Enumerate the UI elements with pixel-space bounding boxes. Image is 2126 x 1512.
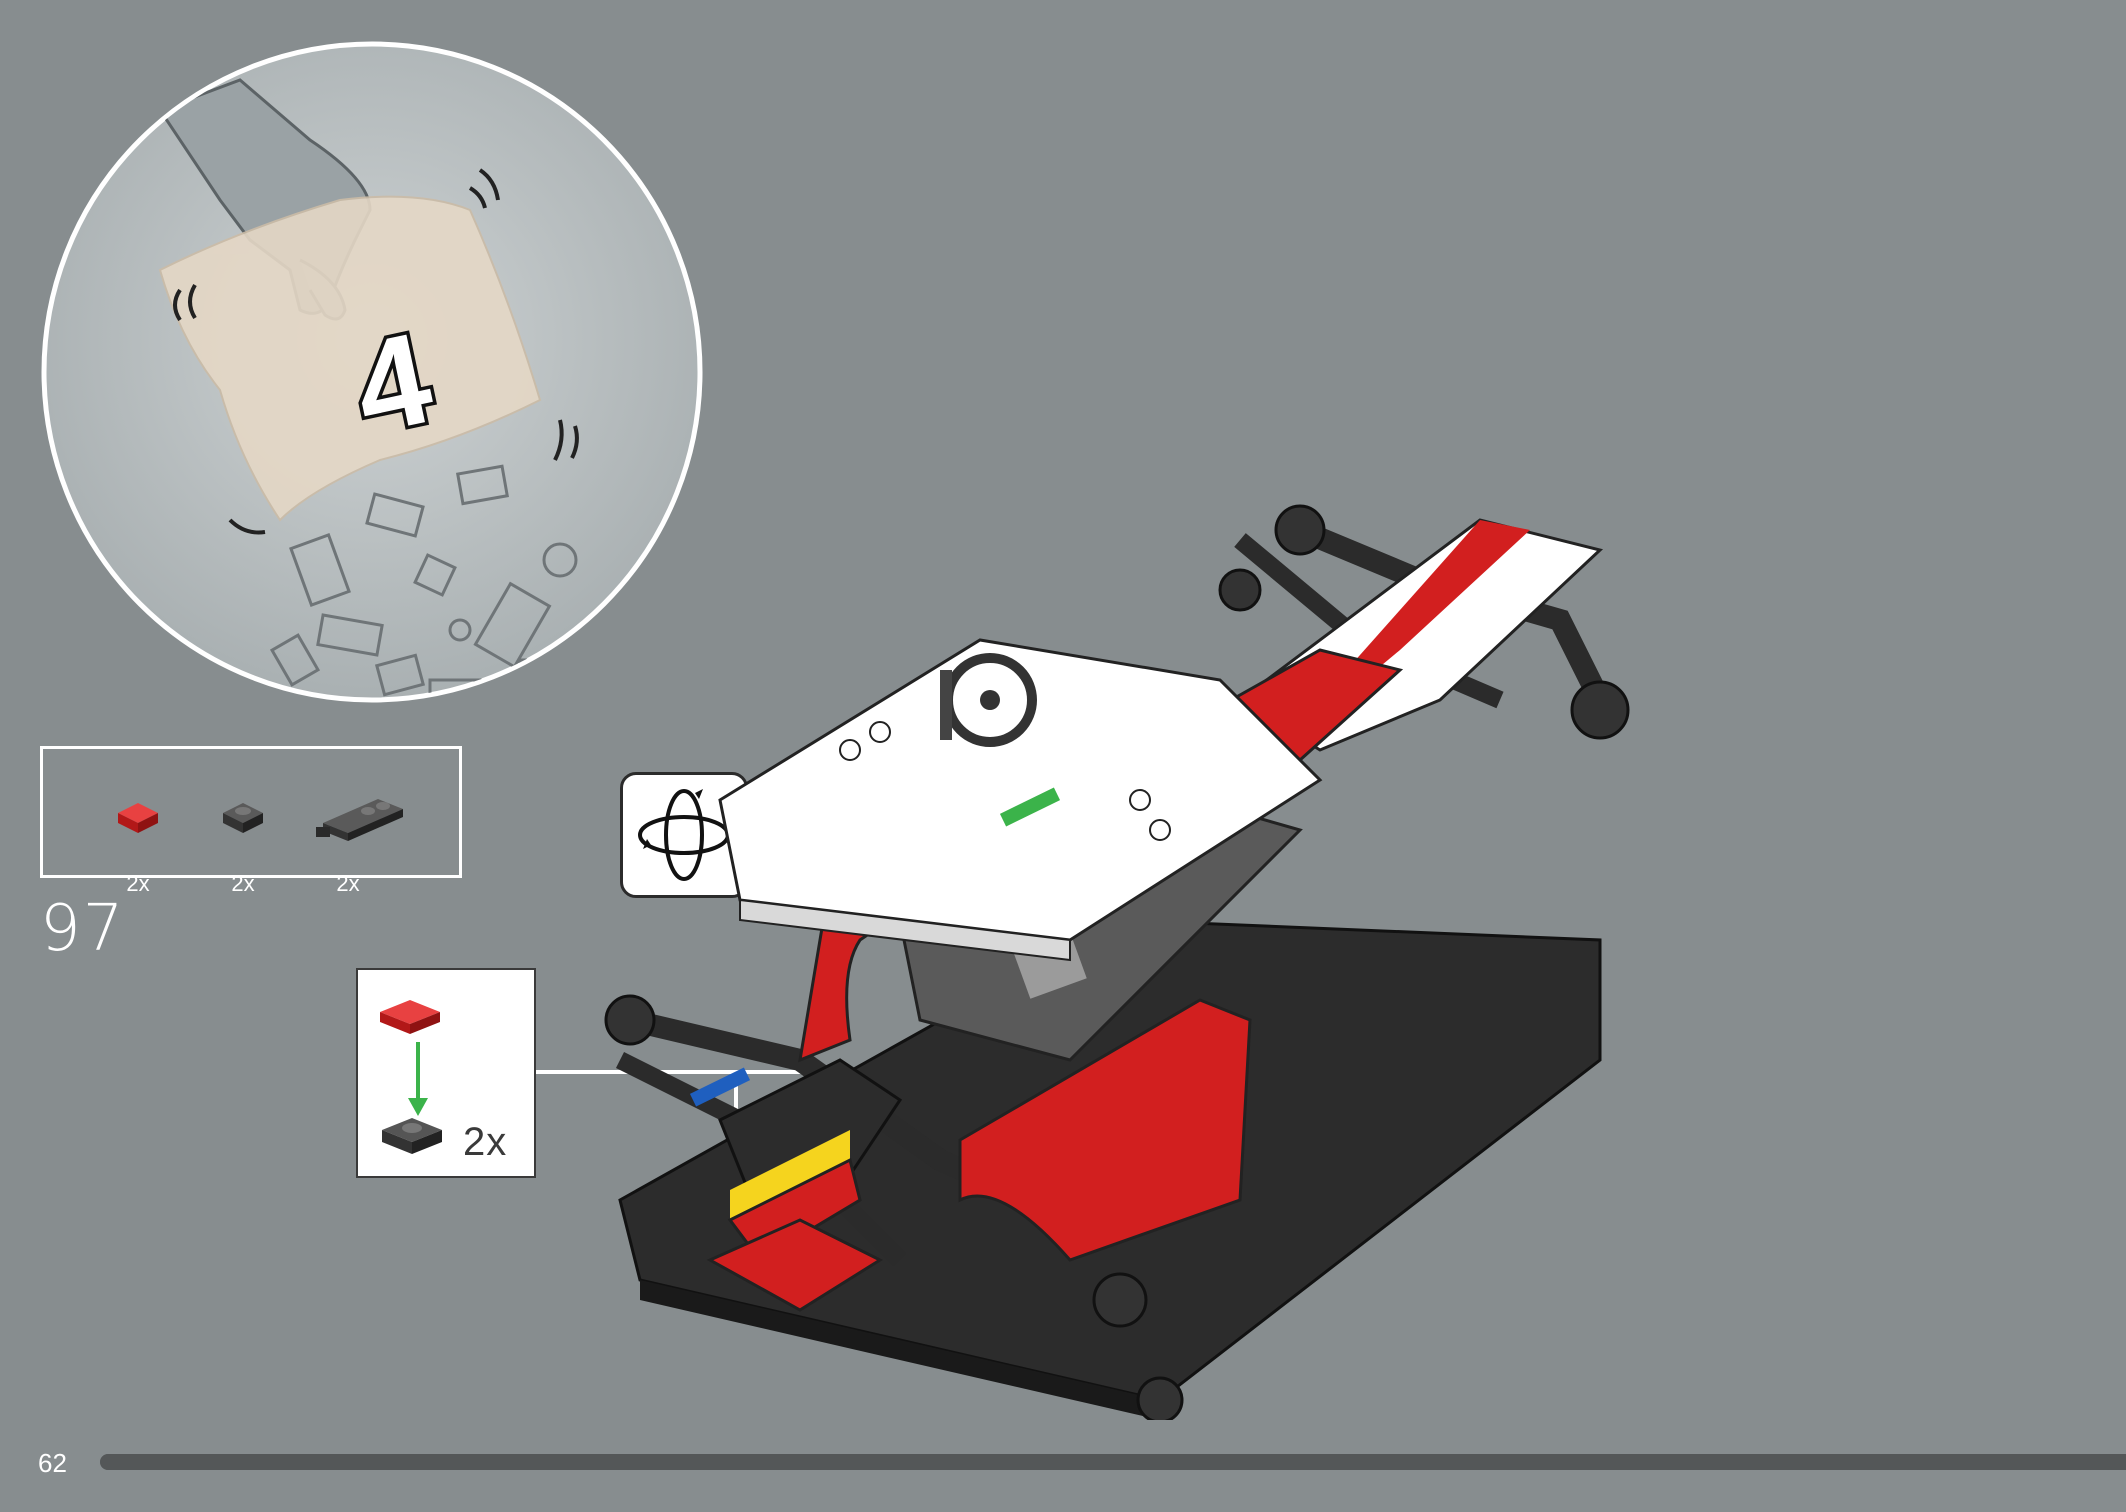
green-down-arrow-icon	[408, 1042, 428, 1116]
dark-plate-1x1-icon	[223, 803, 263, 833]
red-plate-1x1-icon	[118, 803, 158, 833]
race-car-model	[604, 504, 1630, 1420]
paper-bag-icon	[158, 195, 542, 522]
dark-plate-1x1-icon	[382, 1118, 442, 1154]
progress-bar-fill	[100, 1454, 2126, 1470]
sub-assembly-callout: 2x	[356, 968, 536, 1178]
dark-plate-with-clips-icon	[316, 799, 403, 841]
part-qty: 2x	[231, 871, 255, 896]
callout-qty: 2x	[463, 1120, 508, 1164]
part-qty: 2x	[336, 871, 360, 896]
part-qty: 2x	[126, 871, 150, 896]
parts-list: 2x 2x 2x	[40, 746, 462, 896]
step-number: 97	[40, 892, 126, 966]
bag-opening-illustration: 4	[41, 41, 703, 703]
part-item: 2x	[98, 789, 178, 896]
part-item: 2x	[203, 789, 283, 896]
page-number: 62	[38, 1448, 67, 1478]
red-plate-1x1-icon	[380, 1000, 440, 1034]
part-item: 2x	[308, 789, 408, 896]
